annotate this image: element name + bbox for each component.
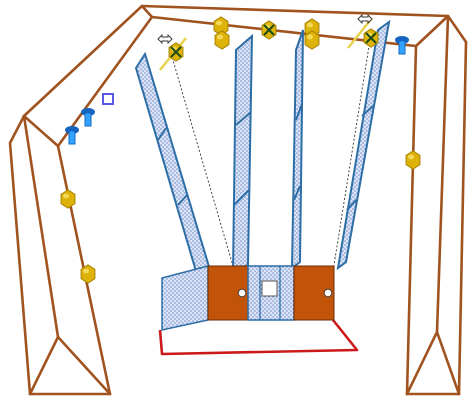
- nodes-group: [60, 16, 421, 284]
- wall-left-hole: [237, 288, 247, 298]
- center-gate-window: [261, 280, 278, 297]
- bottom-assembly: [161, 265, 335, 331]
- frame-left-inner-leg: [22, 114, 112, 396]
- frame-right-inner-leg: [405, 44, 418, 396]
- panel-far-right[interactable]: [336, 19, 391, 271]
- hex-nut-icon[interactable]: [80, 264, 96, 284]
- panel-center-right-seam-1: [295, 103, 303, 121]
- hex-nut-icon[interactable]: [261, 20, 277, 40]
- blue-clip-icon[interactable]: [81, 108, 95, 127]
- guide-cable-left: [169, 49, 241, 291]
- panel-center-left-seam-2: [233, 189, 250, 206]
- frame-top-beam: [140, 4, 468, 44]
- frame-left-joint: [22, 114, 60, 148]
- panel-far-left[interactable]: [134, 51, 212, 280]
- side-door-panel[interactable]: [161, 265, 209, 331]
- frame-left-brace: [28, 335, 60, 396]
- wall-right-hole: [323, 288, 333, 298]
- hex-nut-icon[interactable]: [214, 30, 230, 50]
- double-arrow-icon[interactable]: [357, 13, 373, 25]
- panels: [134, 19, 391, 280]
- panel-center-left-seam-1: [235, 111, 252, 126]
- frame-right-brace: [405, 330, 439, 396]
- blue-clip-icon[interactable]: [395, 36, 409, 55]
- panel-far-right-seam-1: [361, 105, 374, 117]
- hex-nut-icon[interactable]: [405, 150, 421, 170]
- panel-far-left-seam-1: [157, 127, 167, 141]
- frame-right-top: [414, 14, 450, 48]
- panel-center-right[interactable]: [290, 29, 304, 271]
- frame-right-mid-leg: [435, 14, 461, 396]
- hex-nut-icon[interactable]: [304, 30, 320, 50]
- base-outline: [158, 319, 359, 356]
- panel-center-right-seam-2: [293, 185, 301, 201]
- blue-clip-icon[interactable]: [65, 126, 79, 145]
- panel-far-left-seam-2: [177, 194, 188, 206]
- frame-structure: [8, 4, 468, 396]
- clips-group: [65, 36, 409, 145]
- panel-far-right-seam-2: [346, 199, 357, 211]
- guide-cables: [169, 39, 371, 291]
- hex-nut-icon[interactable]: [168, 42, 184, 62]
- panel-center-left[interactable]: [231, 33, 254, 274]
- frame-right-outer-leg: [457, 40, 468, 396]
- hex-nut-icon[interactable]: [60, 189, 76, 209]
- frame-top-left-beam: [22, 4, 154, 148]
- double-arrow-icon[interactable]: [157, 33, 173, 45]
- hex-nut-icon[interactable]: [363, 28, 379, 48]
- frame-left-outer-leg: [8, 114, 32, 396]
- square-handle-icon[interactable]: [102, 93, 114, 105]
